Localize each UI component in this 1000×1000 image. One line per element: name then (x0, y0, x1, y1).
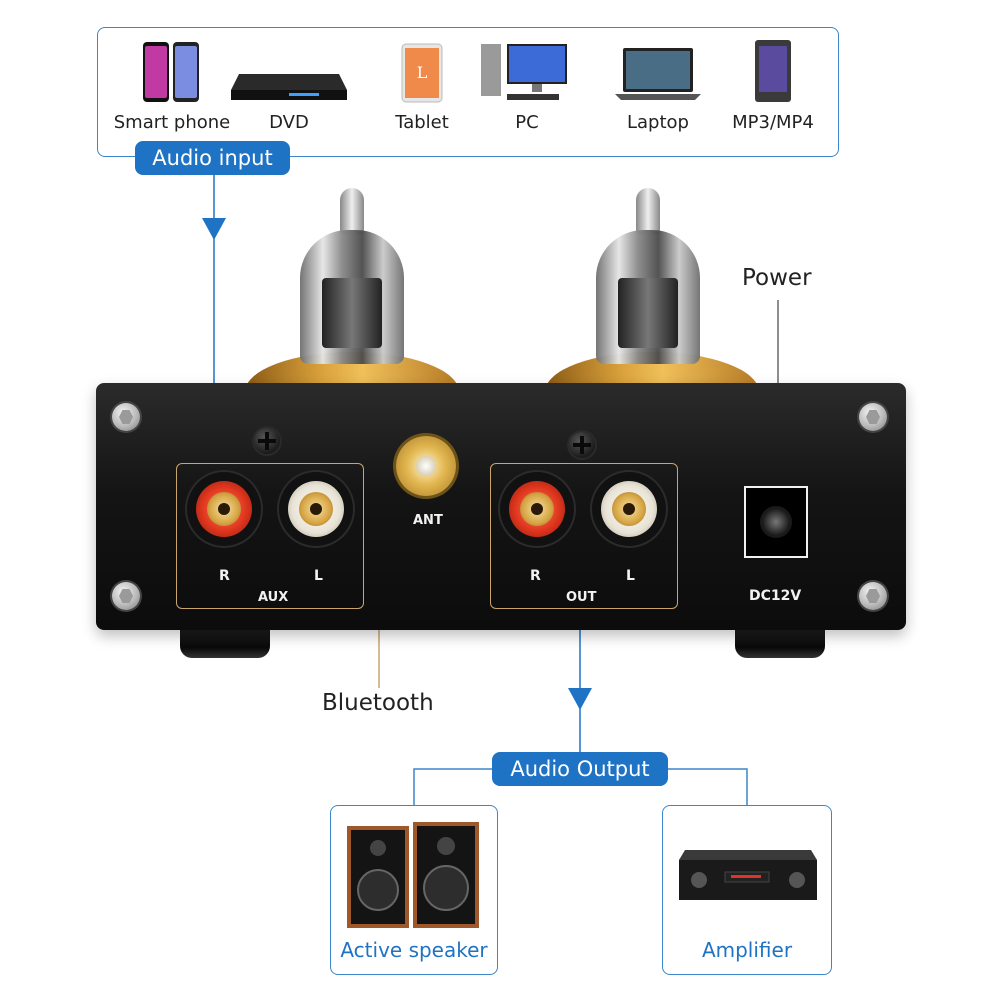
bluetooth-label: Bluetooth (322, 690, 434, 716)
desktop-pc-icon (467, 38, 587, 104)
output-arrow (568, 688, 592, 710)
source-laptop: Laptop (598, 28, 718, 158)
dc-power-jack[interactable] (744, 486, 808, 558)
out-r-label: R (530, 568, 541, 584)
speaker-icon (347, 822, 479, 928)
source-label: PC (515, 112, 539, 133)
audio-output-label: Audio Output (492, 752, 668, 786)
ground-screw (569, 432, 595, 458)
out-frame (490, 463, 678, 609)
source-smartphone: Smart phone (112, 28, 232, 158)
amplifier-label: Amplifier (701, 938, 793, 962)
source-label: MP3/MP4 (732, 112, 814, 133)
panel-screw (859, 403, 887, 431)
aux-r-jack[interactable] (187, 472, 261, 546)
aux-r-label: R (219, 568, 230, 584)
ground-screw (254, 428, 280, 454)
input-arrow (202, 218, 226, 240)
antenna-connector[interactable] (396, 436, 456, 496)
audio-sources-box: Smart phone DVD L Tablet (97, 27, 839, 157)
out-l-jack[interactable] (592, 472, 666, 546)
dc-label: DC12V (749, 588, 802, 604)
source-dvd: DVD (229, 28, 349, 158)
aux-label: AUX (258, 590, 289, 605)
tablet-icon: L (362, 38, 482, 104)
dvd-player-icon (229, 38, 349, 104)
amplifier-box: Amplifier (662, 805, 832, 975)
svg-text:L: L (417, 63, 428, 82)
power-label: Power (742, 265, 812, 291)
aux-l-label: L (314, 568, 323, 584)
source-tablet: L Tablet (362, 28, 482, 158)
source-pc: PC (467, 28, 587, 158)
amp-branch-line (668, 768, 748, 805)
mp3-player-icon (713, 38, 833, 104)
aux-frame (176, 463, 364, 609)
out-label: OUT (566, 590, 597, 605)
aux-l-jack[interactable] (279, 472, 353, 546)
laptop-icon (598, 38, 718, 104)
audio-input-label: Audio input (135, 141, 290, 175)
vacuum-tube-left (300, 188, 404, 364)
speaker-branch-line (413, 768, 492, 805)
panel-screw (859, 582, 887, 610)
out-r-jack[interactable] (500, 472, 574, 546)
source-label: Smart phone (113, 112, 231, 133)
source-label: DVD (269, 112, 309, 133)
amplifier-icon (679, 850, 817, 900)
vacuum-tube-right (596, 188, 700, 364)
active-speaker-box: Active speaker (330, 805, 498, 975)
panel-screw (112, 582, 140, 610)
active-speaker-label: Active speaker (340, 938, 488, 962)
smartphone-icon (112, 38, 232, 104)
panel-screw (112, 403, 140, 431)
ant-label: ANT (413, 513, 443, 528)
source-label: Tablet (395, 112, 449, 133)
source-mp3: MP3/MP4 (713, 28, 833, 158)
out-l-label: L (626, 568, 635, 584)
source-label: Laptop (627, 112, 689, 133)
